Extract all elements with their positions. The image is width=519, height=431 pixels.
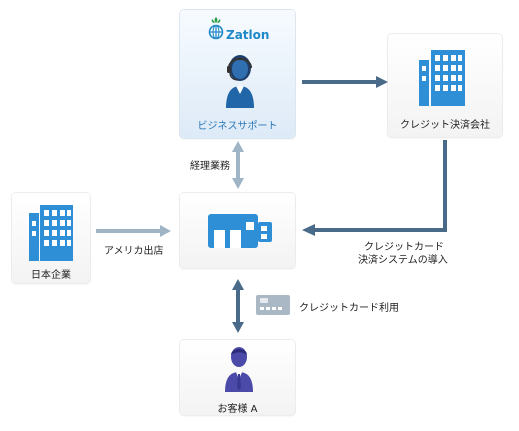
credit-company-label: クレジット決済会社	[400, 120, 490, 131]
accounting-label: 経理業務	[190, 161, 230, 172]
credit-intro-label-1: クレジットカード	[364, 242, 444, 253]
japan-company-label: 日本企業	[31, 270, 71, 281]
us-store-label: アメリカ出店	[104, 246, 164, 257]
support-person-icon	[226, 55, 254, 108]
building-icon	[29, 205, 73, 261]
customer-label: お客様 A	[217, 404, 258, 415]
arrow-credit-to-store	[313, 140, 447, 232]
credit-intro-label-2: 決済システムの導入	[358, 255, 448, 266]
support-label: ビジネスサポート	[197, 121, 278, 132]
store-icon	[208, 214, 272, 248]
customer-person-icon	[225, 347, 253, 392]
building-icon	[419, 50, 465, 106]
credit-card-icon	[256, 295, 290, 315]
brand-name: Zatlon	[226, 28, 270, 42]
zatlon-logo-icon	[208, 17, 224, 40]
card-usage-label: クレジットカード利用	[299, 303, 399, 314]
